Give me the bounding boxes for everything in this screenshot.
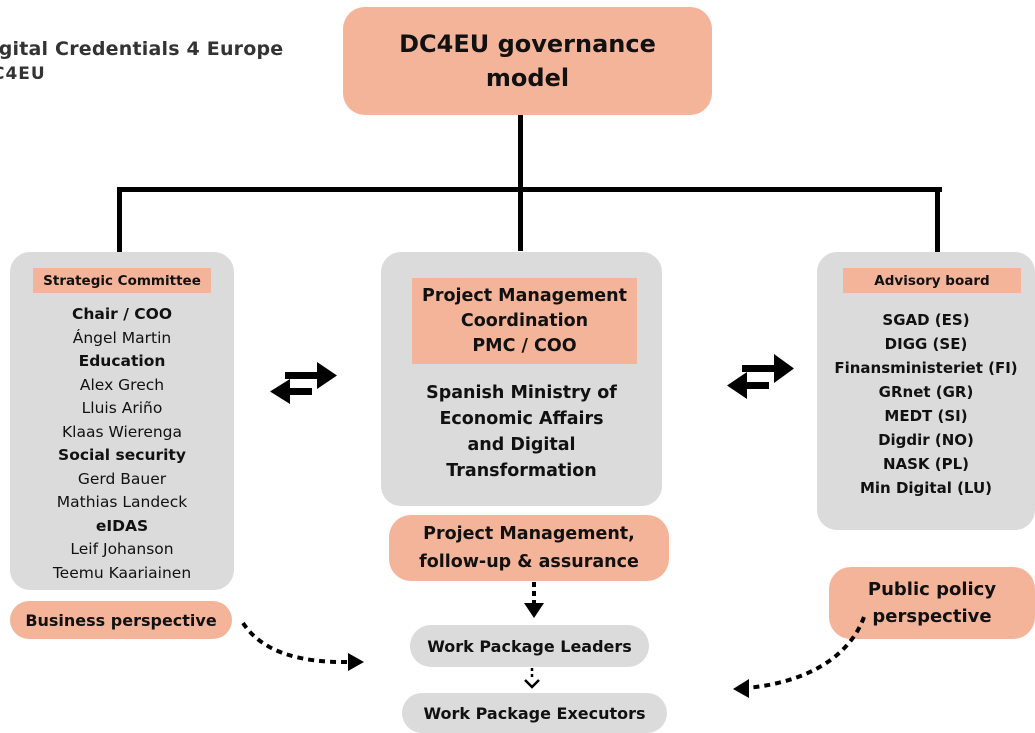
committee-member-name: Mathias Landeck: [56, 493, 188, 511]
public-policy-line-2: perspective: [872, 606, 992, 627]
ministry-line-3: and Digital: [467, 435, 576, 455]
committee-member-name: Leif Johanson: [70, 540, 174, 558]
header-subtitle: C4EU: [0, 64, 46, 84]
connector-horizontal: [117, 187, 942, 192]
committee-member-name: Ángel Martin: [72, 328, 172, 347]
advisory-board-member: MEDT (SI): [884, 407, 968, 425]
pm-assurance-line-2: follow-up & assurance: [419, 552, 639, 572]
advisory-board-label: Advisory board: [843, 268, 1021, 293]
title-box: DC4EU governance model: [343, 7, 712, 115]
advisory-board-member: DIGG (SE): [884, 335, 968, 353]
ministry-line-4: Transformation: [446, 461, 597, 481]
strategic-committee-label: Strategic Committee: [33, 268, 211, 293]
committee-member-name: Klaas Wierenga: [61, 422, 183, 441]
bidirectional-arrow-right-icon: [727, 354, 794, 399]
strategic-committee-panel: [10, 252, 234, 590]
committee-member-name: Lluis Ariño: [81, 399, 163, 417]
header-text: igital Credentials 4 Europe C4EU: [0, 38, 283, 84]
committee-section-heading: Education: [78, 352, 166, 370]
public-policy-line-1: Public policy: [867, 579, 997, 600]
pmc-line-1: Project Management: [422, 285, 627, 306]
advisory-board-member: GRnet (GR): [878, 383, 974, 401]
dashed-down-arrow-1-icon: [524, 582, 544, 618]
advisory-board-member: SGAD (ES): [882, 311, 970, 329]
advisory-board-members: SGAD (ES) DIGG (SE) Finansministeriet (FI)…: [817, 308, 1035, 500]
ministry-line-2: Economic Affairs: [439, 409, 604, 429]
connector-right-drop: [935, 187, 940, 255]
title-line-1: DC4EU governance: [399, 30, 656, 58]
connector-left-drop: [117, 187, 122, 255]
advisory-board-member: Min Digital (LU): [859, 479, 992, 497]
curved-dashed-arrow-left-icon: [241, 621, 364, 671]
wp-leaders-badge: Work Package Leaders: [410, 625, 649, 667]
pmc-line-3: PMC / COO: [472, 335, 577, 356]
dashed-down-arrow-2-icon: [524, 668, 540, 689]
advisory-board-member: Finansministeriet (FI): [834, 359, 1018, 377]
business-perspective-badge: Business perspective: [10, 601, 232, 639]
title-line-2: model: [485, 64, 570, 92]
advisory-board-panel: [817, 252, 1035, 530]
advisory-board-member: Digdir (NO): [878, 431, 974, 449]
committee-section-heading: eIDAS: [95, 516, 149, 535]
pmc-title-box: Project Management Coordination PMC / CO…: [412, 278, 637, 364]
advisory-board-member: NASK (PL): [882, 455, 970, 473]
curved-dashed-arrow-right-icon: [733, 616, 866, 698]
ministry-line-1: Spanish Ministry of: [426, 383, 617, 403]
pm-assurance-line-1: Project Management,: [423, 524, 635, 544]
committee-member-name: Teemu Kaariainen: [52, 563, 192, 582]
connector-vertical-main: [518, 115, 523, 251]
committee-section-heading: Chair / COO: [71, 305, 172, 323]
ministry-text: Spanish Ministry of Economic Affairs and…: [381, 380, 662, 484]
pm-assurance-badge: Project Management, follow-up & assuranc…: [389, 515, 669, 581]
bidirectional-arrow-left-icon: [270, 362, 337, 404]
public-policy-badge: Public policy perspective: [829, 567, 1035, 639]
committee-member-name: Alex Grech: [79, 375, 165, 394]
committee-member-name: Gerd Bauer: [77, 469, 167, 488]
wp-executors-badge: Work Package Executors: [402, 693, 667, 733]
header-title: igital Credentials 4 Europe: [0, 38, 284, 60]
committee-section-heading: Social security: [58, 446, 186, 464]
pmc-line-2: Coordination: [460, 310, 589, 331]
